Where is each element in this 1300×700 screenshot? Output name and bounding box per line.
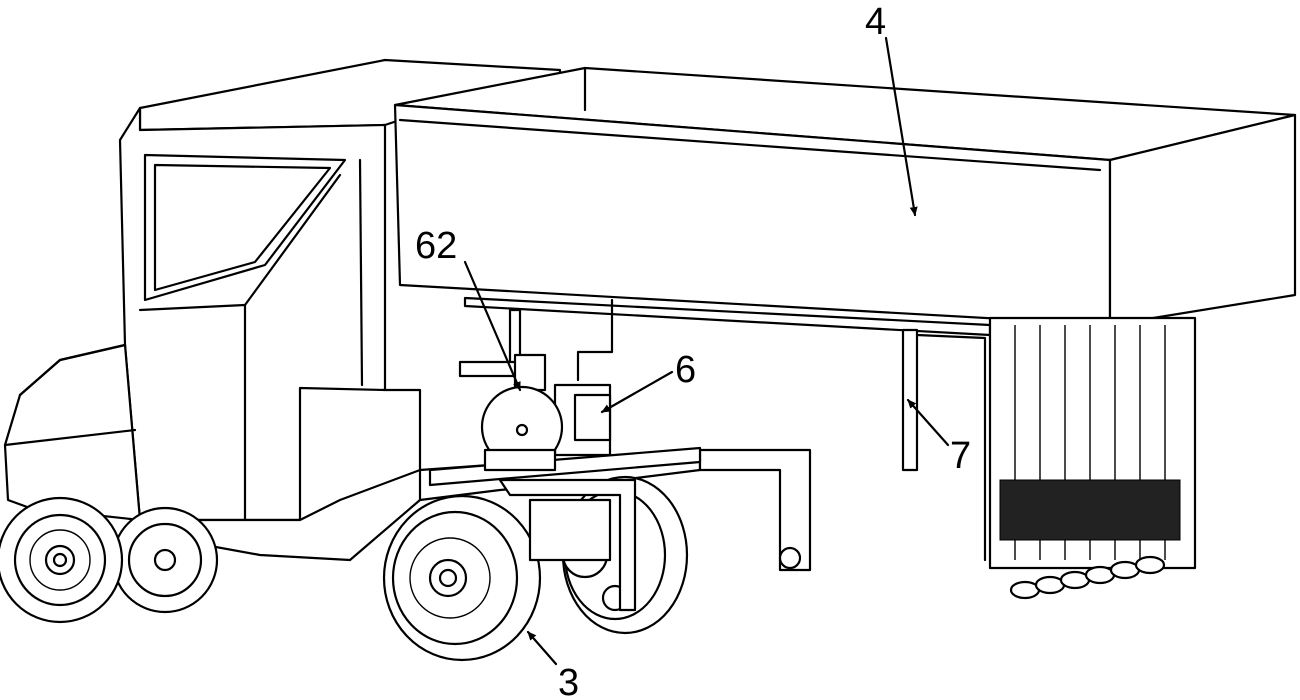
callout-gear: 62 (415, 225, 457, 267)
leader-7 (906, 398, 950, 447)
leader-62 (463, 260, 522, 392)
callout-arm: 7 (950, 435, 971, 477)
callout-wheel: 3 (558, 662, 579, 700)
callout-hopper: 4 (865, 1, 886, 43)
front-wheel (0, 496, 124, 624)
vehicle-chassis (138, 446, 812, 572)
middle-wheel (382, 494, 542, 662)
hopper-box (393, 66, 1297, 327)
leader-lines (463, 36, 950, 666)
seeding-tubes (988, 316, 1197, 600)
vertical-arm (901, 328, 987, 562)
leader-4 (884, 36, 918, 217)
callout-labels: 4 62 6 7 3 (415, 1, 971, 700)
callout-motor: 6 (675, 349, 696, 391)
motor-assembly (458, 353, 612, 472)
leader-3 (526, 630, 558, 666)
axle-bracket (498, 478, 637, 612)
rear-left-wheel (111, 506, 219, 614)
leader-6 (600, 370, 674, 414)
